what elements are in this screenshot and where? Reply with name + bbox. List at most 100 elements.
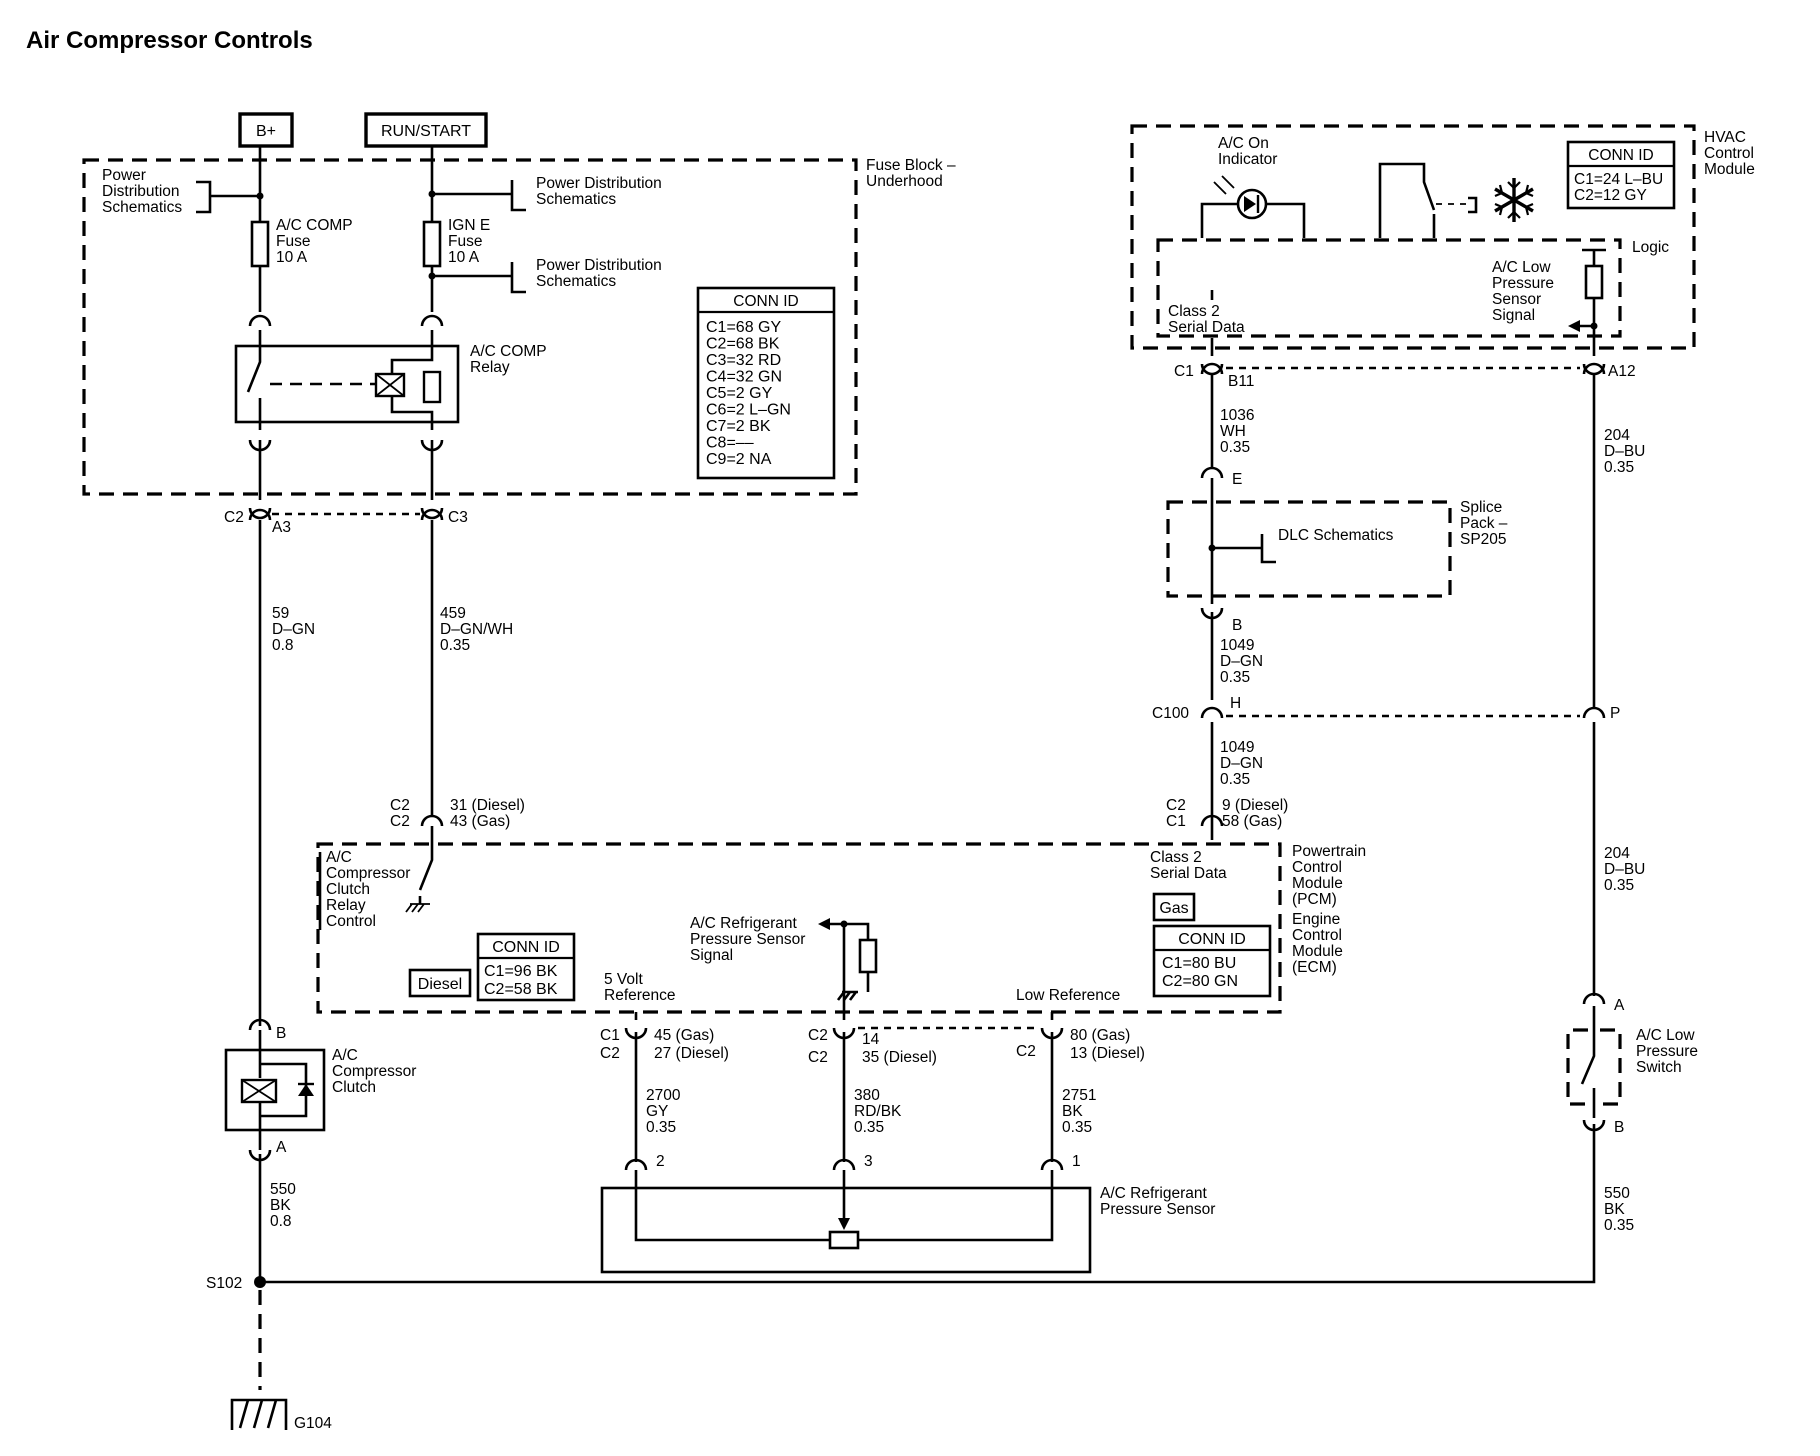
fuse1-label-1: A/C COMP xyxy=(276,217,353,234)
pcm-pin-top-r2: 58 (Gas) xyxy=(1222,813,1282,830)
ref-sig-3: Signal xyxy=(690,947,733,964)
pcm-pin-top-l1: 31 (Diesel) xyxy=(450,797,525,814)
ac-comp-fuse xyxy=(250,220,270,268)
ac-low-pressure-switch xyxy=(1566,1006,1622,1118)
logic-border xyxy=(1156,238,1622,338)
svg-text:Module: Module xyxy=(1292,875,1343,892)
clutch-label-2: Compressor xyxy=(332,1063,416,1080)
diesel-badge: Diesel xyxy=(408,968,472,998)
clutch-b-label: B xyxy=(276,1025,286,1042)
switch-a-label: A xyxy=(1614,997,1625,1014)
wire-59-1: 59 xyxy=(272,605,289,622)
clutch-label-3: Clutch xyxy=(332,1079,376,1096)
wire-1036-1: 1036 xyxy=(1220,407,1254,424)
indicator-label-1: A/C On xyxy=(1218,135,1269,152)
dlc-schematics: DLC Schematics xyxy=(1278,527,1394,544)
wire-550l-3: 0.8 xyxy=(270,1213,292,1230)
pin3-1: 80 (Gas) xyxy=(1070,1027,1130,1044)
splice-label-1: Splice xyxy=(1460,499,1502,516)
svg-text:Module: Module xyxy=(1292,943,1343,960)
pcm-pin-top-r-c2: C2 xyxy=(1166,797,1186,814)
svg-text:Powertrain: Powertrain xyxy=(1292,843,1366,860)
svg-text:(ECM): (ECM) xyxy=(1292,959,1337,976)
wire-550r-3: 0.35 xyxy=(1604,1217,1634,1234)
led-indicator-icon xyxy=(1200,175,1306,238)
hvac-label-1: HVAC xyxy=(1704,129,1746,146)
svg-text:Diesel: Diesel xyxy=(418,976,462,993)
wire-2700-1: 2700 xyxy=(646,1087,681,1104)
wire-550l-1: 550 xyxy=(270,1181,296,1198)
bplus-source: B+ xyxy=(238,112,294,148)
svg-text:C1=80 BU: C1=80 BU xyxy=(1162,955,1236,972)
pds-left-1: Power xyxy=(102,167,146,184)
pds-right-1-line1: Power Distribution xyxy=(536,175,662,192)
svg-text:Control: Control xyxy=(1292,927,1342,944)
clutch-ctl-2: Compressor xyxy=(326,865,410,882)
switch-label-2: Pressure xyxy=(1636,1043,1698,1060)
wire-1049a-1: 1049 xyxy=(1220,637,1254,654)
c2-label: C2 xyxy=(224,509,244,526)
wire-204b-3: 0.35 xyxy=(1604,877,1634,894)
hvac-label-3: Module xyxy=(1704,161,1755,178)
ac-comp-relay xyxy=(234,330,460,430)
pcm-class2-1: Class 2 xyxy=(1150,849,1202,866)
wire-459-2: D–GN/WH xyxy=(440,621,513,638)
wire-380-3: 0.35 xyxy=(854,1119,884,1136)
relay-label-1: A/C COMP xyxy=(470,343,547,360)
svg-text:(PCM): (PCM) xyxy=(1292,891,1337,908)
wire-204a-3: 0.35 xyxy=(1604,459,1634,476)
pds-right-1-line2: Schematics xyxy=(536,191,616,208)
pin1-2: 27 (Diesel) xyxy=(654,1045,729,1062)
pin3-c: C2 xyxy=(1016,1043,1036,1060)
wire-459-1: 459 xyxy=(440,605,466,622)
wire-2700-2: GY xyxy=(646,1103,668,1120)
run-start-source: RUN/START xyxy=(364,112,488,148)
svg-text:B+: B+ xyxy=(256,123,276,140)
switch-label-3: Switch xyxy=(1636,1059,1682,1076)
ign-e-fuse xyxy=(422,220,442,268)
fuse2-label-2: Fuse xyxy=(448,233,482,250)
five-volt-1: 5 Volt xyxy=(604,971,643,988)
hvac-class2-1: Class 2 xyxy=(1168,303,1220,320)
wire-459-3: 0.35 xyxy=(440,637,470,654)
pin3-2: 13 (Diesel) xyxy=(1070,1045,1145,1062)
low-ref: Low Reference xyxy=(1016,987,1120,1004)
fuse-conn-item: C5=2 GY xyxy=(706,385,773,402)
pin1-c2: C2 xyxy=(600,1045,620,1062)
snowflake-icon xyxy=(1494,178,1534,222)
hvac-c1-label: C1 xyxy=(1174,363,1194,380)
hvac-conn-id xyxy=(1566,140,1676,210)
connector-cap xyxy=(248,314,272,328)
pcm-class2-2: Serial Data xyxy=(1150,865,1227,882)
splice-e-label: E xyxy=(1232,471,1242,488)
gas-conn-id: CONN ID C1=80 BU C2=80 GN xyxy=(1152,924,1272,998)
wire-1049a-2: D–GN xyxy=(1220,653,1263,670)
pin2-c2: C2 xyxy=(808,1049,828,1066)
wire-59-3: 0.8 xyxy=(272,637,294,654)
page-title: Air Compressor Controls xyxy=(26,27,313,54)
svg-text:Engine: Engine xyxy=(1292,911,1340,928)
sensor-label-2: Pressure Sensor xyxy=(1100,1201,1215,1218)
splice-label-2: Pack – xyxy=(1460,515,1508,532)
svg-text:CONN ID: CONN ID xyxy=(492,939,560,956)
wire-550l-2: BK xyxy=(270,1197,291,1214)
pcm-pin-top-c2b: C2 xyxy=(390,813,410,830)
pcm-pin-top-l2: 43 (Gas) xyxy=(450,813,510,830)
hvac-a12-label: A12 xyxy=(1608,363,1636,380)
hvac-b11-label: B11 xyxy=(1228,373,1254,390)
pds-right-2-line2: Schematics xyxy=(536,273,616,290)
wire-380-2: RD/BK xyxy=(854,1103,902,1120)
splice-label-3: SP205 xyxy=(1460,531,1507,548)
refrigerant-pressure-sensor xyxy=(600,1170,1092,1274)
ref-sig-2: Pressure Sensor xyxy=(690,931,805,948)
clutch-ctl-1: A/C xyxy=(326,849,352,866)
sensor-sig-4: Signal xyxy=(1492,307,1535,324)
wire-2751-3: 0.35 xyxy=(1062,1119,1092,1136)
ac-compressor-clutch xyxy=(224,1030,326,1150)
svg-text:Gas: Gas xyxy=(1159,900,1188,917)
pcm-pin-top-c2a: C2 xyxy=(390,797,410,814)
blower-relay-icon xyxy=(1378,162,1478,238)
fuse-conn-item: C6=2 L–GN xyxy=(706,402,791,419)
